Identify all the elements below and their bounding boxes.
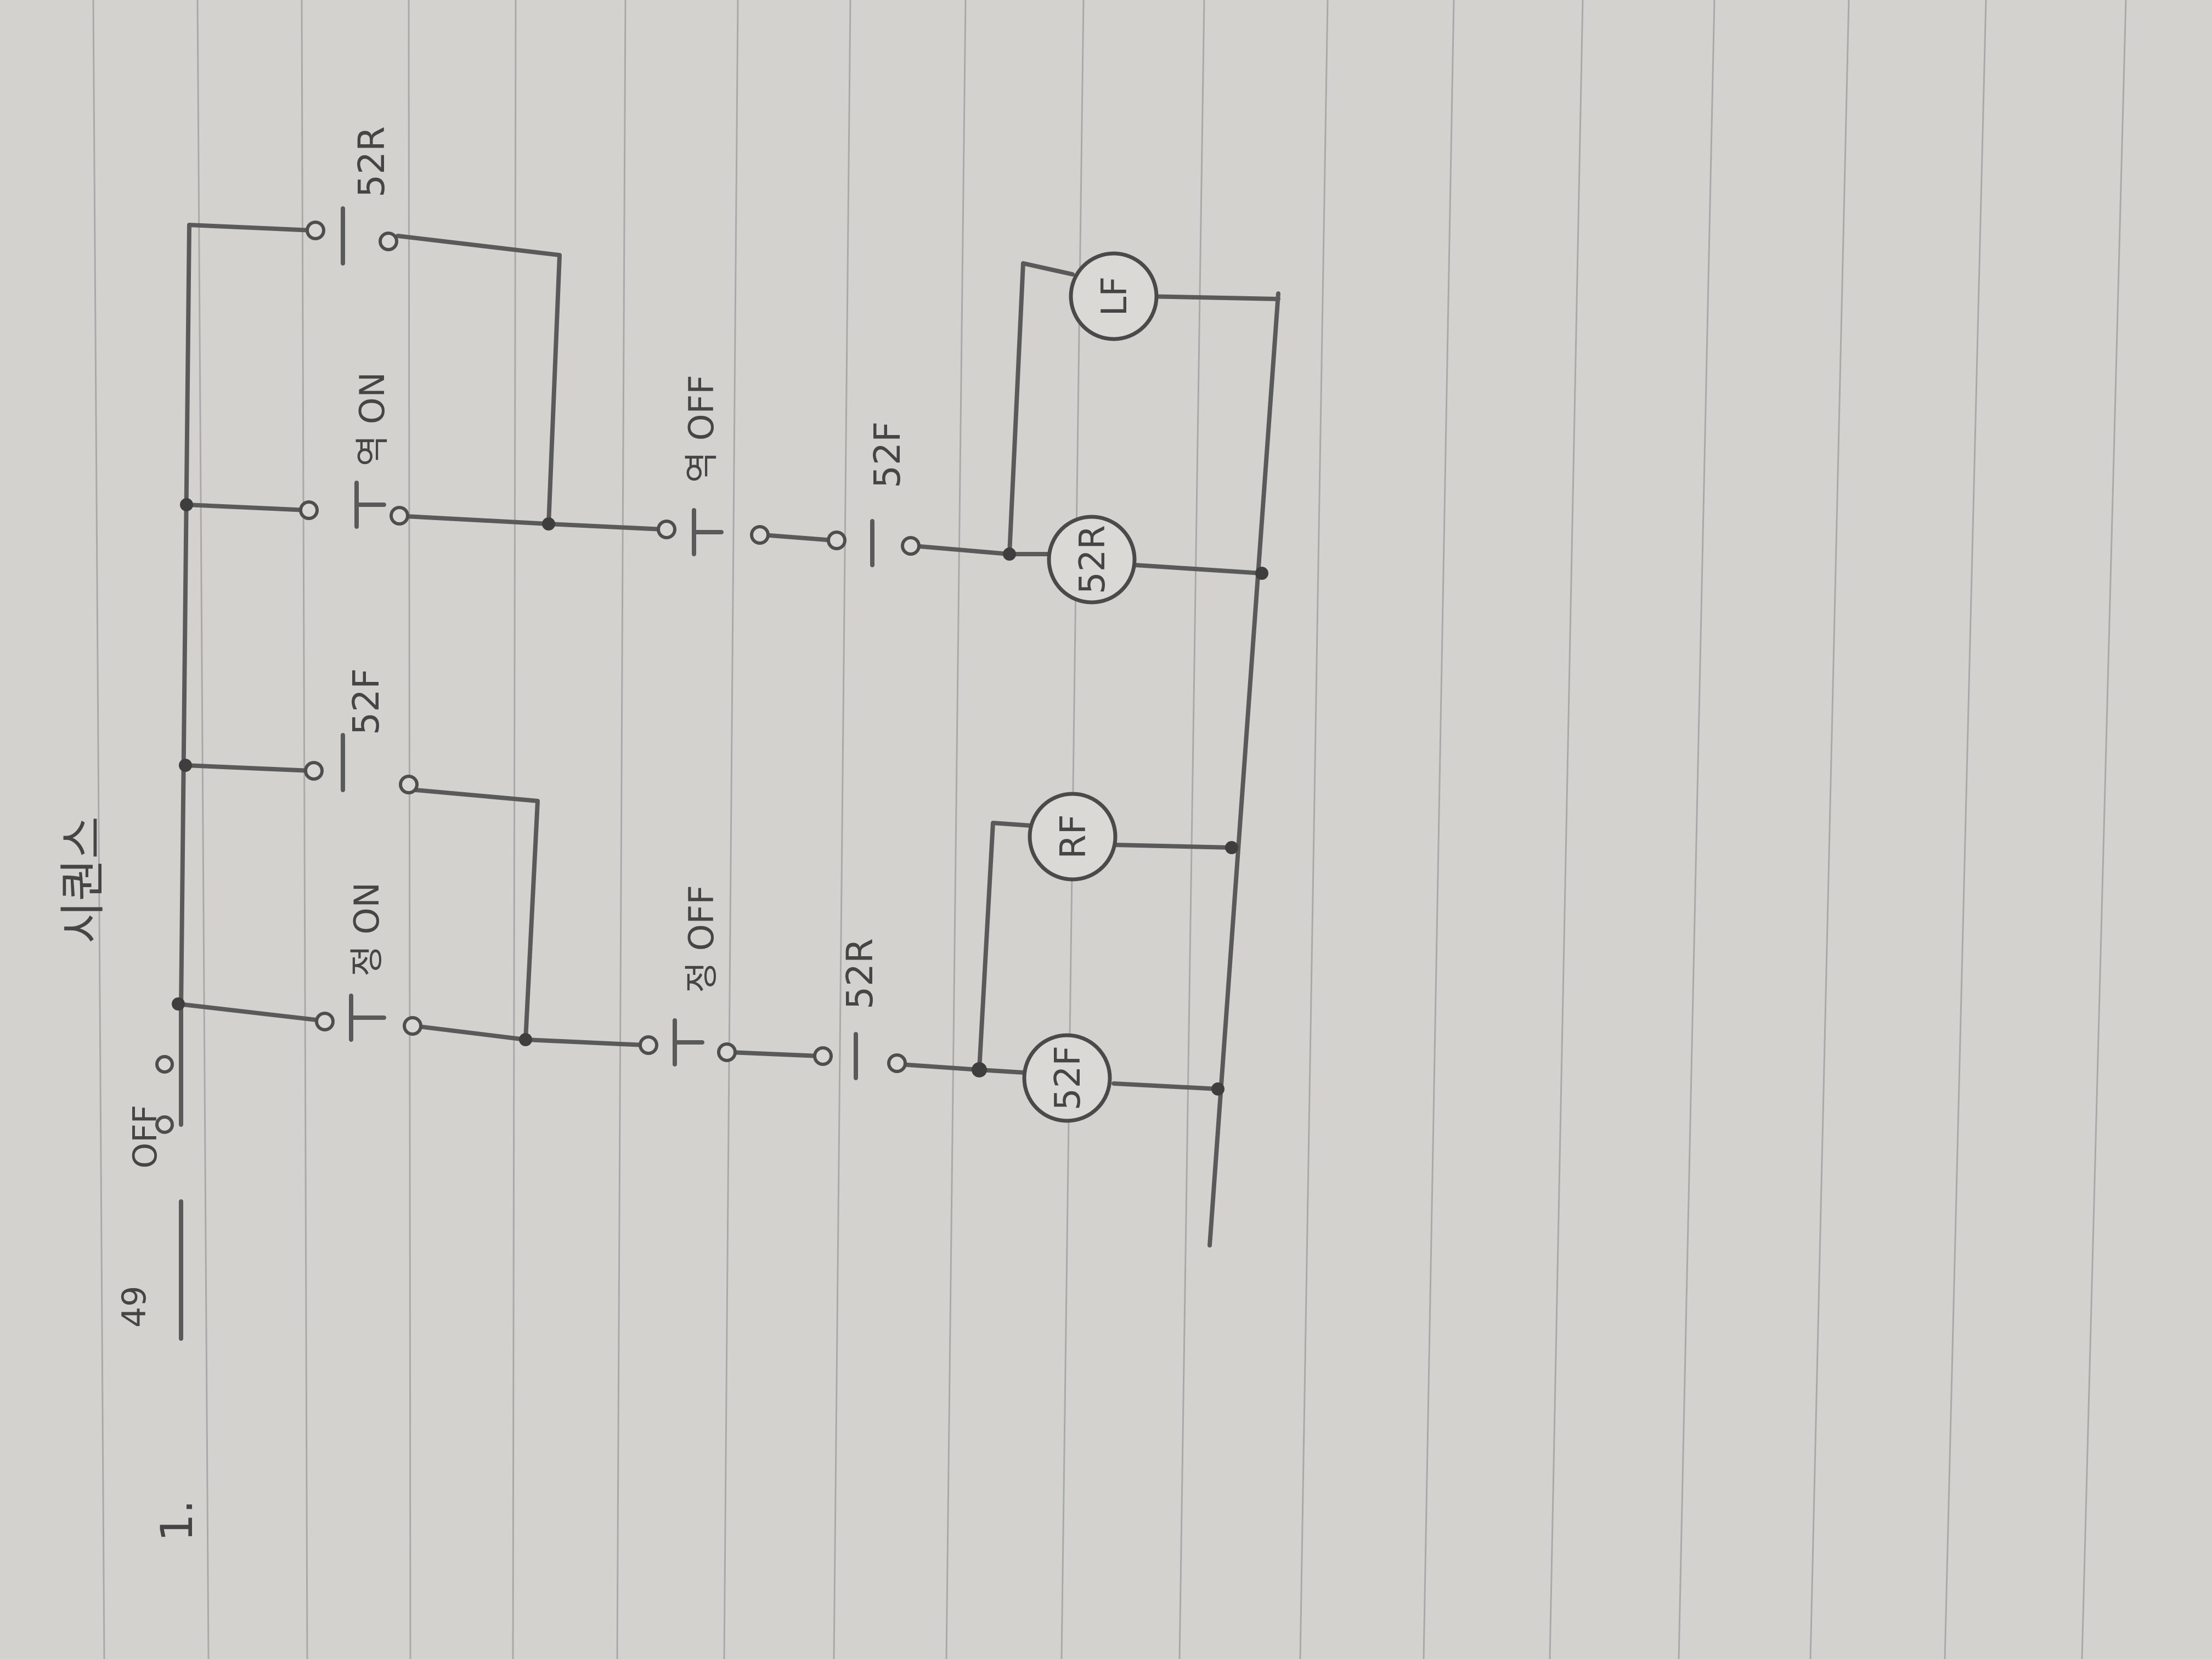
- aux-52f-self-label: 52F: [345, 668, 387, 735]
- relay-state-label: OFF: [126, 1105, 165, 1169]
- junction-dots: [172, 498, 1268, 1096]
- coil-52f-label: 52F: [1048, 1046, 1088, 1110]
- reverse-on-label: 역 ON: [352, 372, 392, 466]
- coil-52r-label: 52R: [1073, 525, 1113, 594]
- reverse-off-label: 역 OFF: [681, 375, 721, 483]
- lamp-rf-label: RF: [1053, 814, 1094, 859]
- lamp-lf: LF: [1069, 251, 1159, 341]
- coil-52f: 52F: [1022, 1033, 1112, 1123]
- contact-terminals: [155, 221, 921, 1134]
- lamp-rf: RF: [1028, 792, 1118, 882]
- forward-on-label: 정 ON: [347, 882, 387, 977]
- interlock-52f-label: 52F: [866, 421, 909, 488]
- interlock-52r-label: 52R: [839, 938, 881, 1009]
- annotations: 1. 시퀀스 49 OFF 정 ON 52F 역 ON 52R 정 OFF 52…: [56, 126, 909, 1542]
- pushbutton-marks: [341, 206, 874, 1080]
- forward-off-label: 정 OFF: [681, 885, 721, 993]
- page-number: 1.: [151, 1500, 202, 1542]
- relay-device-label: 49: [115, 1286, 154, 1328]
- lamp-lf-label: LF: [1094, 276, 1135, 316]
- coil-52r: 52R: [1047, 515, 1137, 605]
- notebook-rules: [92, 0, 2127, 1659]
- aux-52r-self-label: 52R: [351, 126, 393, 198]
- page-title: 시퀀스: [56, 816, 110, 944]
